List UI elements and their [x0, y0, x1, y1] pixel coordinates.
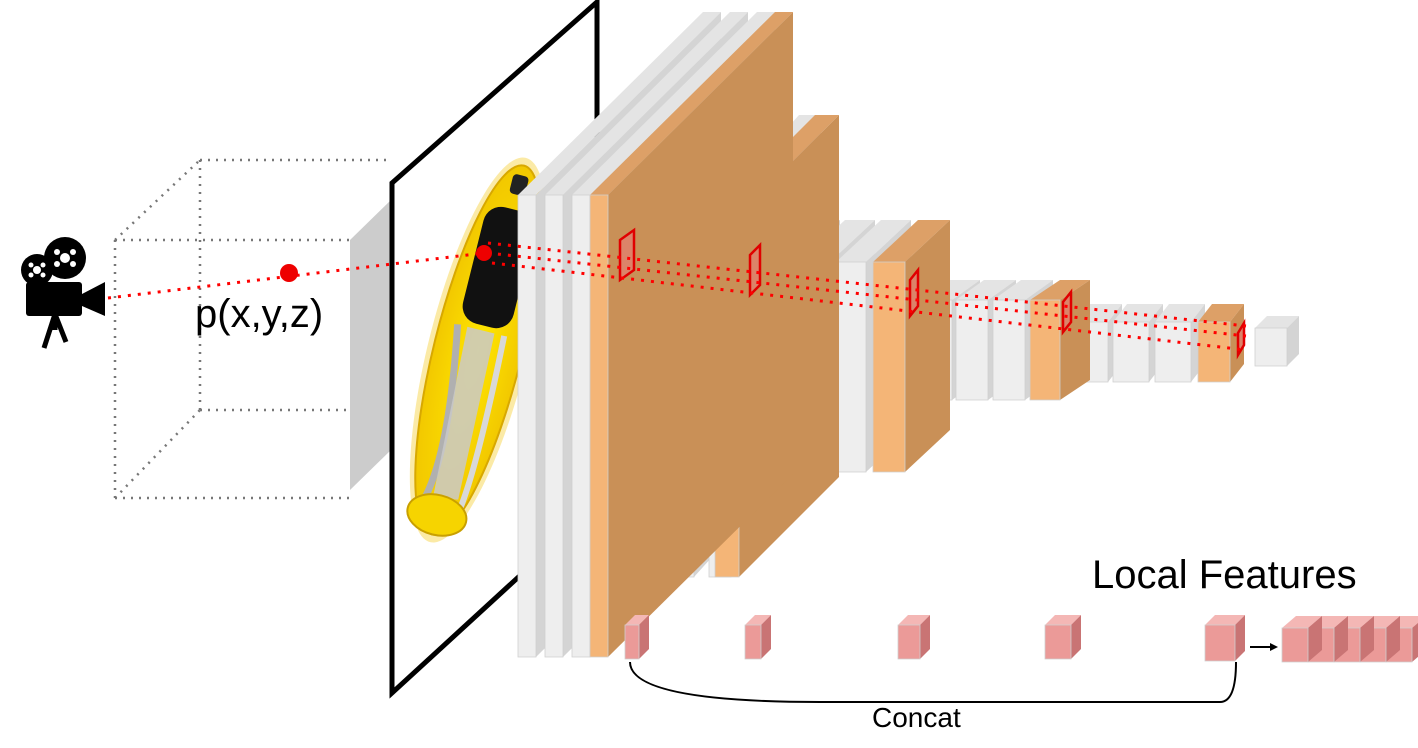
point-label: p(x,y,z) [195, 292, 323, 336]
layer-s3-3-top [836, 220, 911, 262]
concat-cube-1 [1281, 616, 1322, 663]
concat-cube-1-top [1282, 616, 1322, 628]
concat-cube-4-side [1386, 616, 1400, 662]
local-feature-samples [624, 615, 1245, 662]
layer-s4-2-top [956, 280, 1016, 300]
conv-layer-s3-top [873, 220, 950, 262]
layer-s3-3-face [835, 261, 867, 473]
layer-s5-2-top [1113, 304, 1163, 322]
layer-s4-3-top [993, 280, 1053, 300]
conv-layer-s4 [1029, 280, 1090, 401]
conv-layer-s3 [872, 220, 950, 473]
local-feature-sample-3 [897, 615, 930, 660]
conv-layer-s4-top [1030, 280, 1090, 300]
layer-s4-2-face [955, 299, 989, 401]
layer-s1-1-face [517, 194, 537, 658]
local-feature-sample-5-side [1235, 615, 1245, 661]
feature-sampling-rays [487, 241, 1247, 352]
dotted-bounding-box [113, 158, 390, 500]
conv-layer-s1-top [590, 12, 793, 195]
conv-layer-s3-side [905, 220, 950, 472]
layer-s5-3-top [1155, 304, 1205, 322]
output-cube-top [1255, 316, 1299, 328]
concat-cube-1-face [1281, 627, 1309, 663]
conv-layer-s1 [589, 12, 793, 658]
projected-point [476, 245, 492, 261]
layer-s1-3-top [572, 12, 775, 195]
layer-s5-2-face [1112, 321, 1150, 383]
conv-layer-s4-face [1029, 299, 1061, 401]
conv-layer-s1-face [589, 194, 609, 658]
local-feature-sample-2-side [761, 615, 771, 659]
output-cube [1254, 316, 1299, 367]
layer-s5-3-face [1154, 321, 1192, 383]
concat-label: Concat [872, 702, 961, 733]
local-feature-sample-2-face [744, 624, 762, 660]
local-feature-sample-4-top [1045, 615, 1081, 625]
local-feature-sample-1 [624, 615, 649, 660]
local-feature-sample-1-face [624, 624, 640, 660]
local-feature-sample-3-face [897, 624, 921, 660]
concat-cube-3-side [1360, 616, 1374, 662]
local-feature-sample-1-side [639, 615, 649, 659]
conv-layer-s4-side [1060, 280, 1090, 400]
local-feature-sample-5-top [1205, 615, 1245, 625]
local-feature-sample-3-top [898, 615, 930, 625]
receptive-window-4 [1061, 288, 1073, 336]
local-feature-sample-3-side [920, 615, 930, 659]
sampling-ray-2 [487, 251, 1247, 338]
local-features-label: Local Features [1092, 553, 1357, 597]
movie-camera-icon [21, 237, 105, 349]
local-feature-sample-1-top [625, 615, 649, 625]
receptive-window-1 [618, 227, 636, 283]
concat-arc [629, 661, 1237, 704]
receptive-window-2 [748, 241, 762, 299]
local-feature-sample-4 [1044, 615, 1081, 660]
arrow-icon [1250, 643, 1278, 651]
conv-layer-s1-side [608, 12, 793, 657]
local-feature-sample-2-top [745, 615, 771, 625]
local-feature-sample-5 [1204, 615, 1245, 662]
receptive-window-3 [908, 266, 920, 320]
sampling-ray-3 [491, 261, 1247, 352]
network-layers [517, 12, 1299, 658]
layer-s1-1-top [518, 12, 721, 195]
conv-layer-s3-face [872, 261, 906, 473]
concatenated-feature-block [1281, 616, 1418, 663]
output-cube-face [1254, 327, 1288, 367]
yellow-car-image [406, 157, 547, 543]
conv-layer-s5-top [1198, 304, 1244, 322]
local-feature-sample-4-face [1044, 624, 1072, 660]
concat-cube-5-side [1412, 622, 1418, 662]
output-cube-side [1287, 316, 1299, 366]
local-feature-sample-5-face [1204, 624, 1236, 662]
layer-s1-3-face [571, 194, 591, 658]
layer-s1-2-top [545, 12, 748, 195]
layer-s4-3-face [992, 299, 1026, 401]
concat-cube-2-side [1334, 616, 1348, 662]
layer-s1-2-face [544, 194, 564, 658]
query-point [280, 264, 298, 282]
concat-cube-1-side [1308, 616, 1322, 662]
local-feature-sample-4-side [1071, 615, 1081, 659]
local-feature-sample-2 [744, 615, 771, 660]
sampling-ray-1 [487, 241, 1247, 328]
conv-layer-s5-face [1197, 321, 1231, 383]
